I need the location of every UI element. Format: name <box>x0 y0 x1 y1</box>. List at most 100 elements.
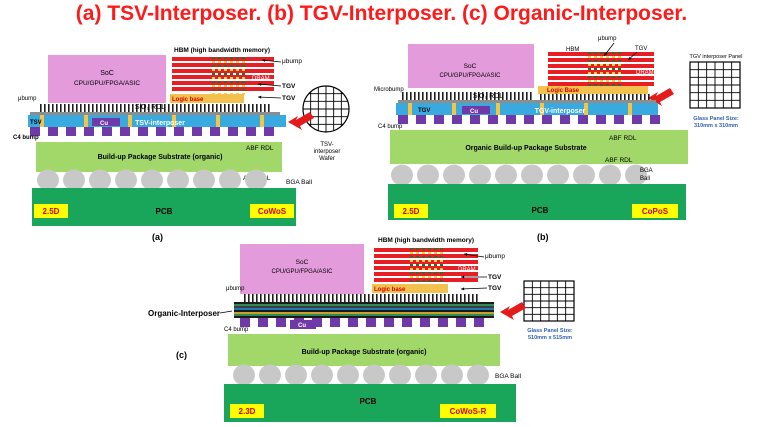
a-hbm-tgv <box>242 57 245 59</box>
b-hbm-tgv <box>588 64 591 66</box>
a-hbm-tgv <box>242 81 245 83</box>
c-c4-bump <box>276 318 286 327</box>
a-ubump-row <box>152 104 154 112</box>
c-ubump-row <box>468 294 470 302</box>
b-dram-label: DRAM <box>636 70 654 76</box>
c-hbm-tgv <box>416 272 419 274</box>
b-bga-ball <box>547 164 569 186</box>
b-hbm-label: HBM <box>566 47 579 53</box>
c-ubump-row <box>328 294 330 302</box>
c-tag-right: CoWoS-R <box>450 407 487 416</box>
a-bga-ball <box>37 169 59 191</box>
b-ubump-row-right <box>572 94 574 100</box>
b-tag-left: 2.5D <box>403 207 420 216</box>
b-ubump-row-right <box>544 94 546 100</box>
c-ubump-row <box>296 294 298 302</box>
c-ubump-row <box>420 294 422 302</box>
a-hbm-tgv <box>230 57 233 59</box>
c-ubump-row <box>288 294 290 302</box>
b-tag-right-box <box>632 204 678 218</box>
b-ubump-row-right <box>592 94 594 100</box>
b-ubump-row-right <box>552 94 554 100</box>
b-c4-bump <box>470 115 480 124</box>
c-hbm-tgv <box>410 256 413 258</box>
a-sio2-rdl-layer <box>30 112 280 115</box>
b-ubump-row-right <box>540 94 542 100</box>
c-tag-left: 2.3D <box>239 407 256 416</box>
a-ubump-row <box>168 104 170 112</box>
c-hbm-tgv <box>434 256 437 258</box>
c-hbm-tgv <box>410 272 413 274</box>
a-c4-bump <box>210 127 220 136</box>
c-ubump-row <box>408 294 410 302</box>
b-microbump-label: Microbump <box>374 87 404 93</box>
c-c4-bump-label: C4 bump <box>224 327 249 333</box>
c-ubump-row <box>284 294 286 302</box>
b-ubump-row-right <box>568 94 570 100</box>
b-hbm-tgv <box>588 68 591 70</box>
c-ubump-row <box>456 294 458 302</box>
b-bga-ball <box>521 164 543 186</box>
a-ubump-row <box>268 104 270 112</box>
c-hbm-tgv <box>434 252 437 254</box>
a-ubump-row <box>80 104 82 112</box>
a-hbm-tgv <box>230 81 233 83</box>
a-bga-ball <box>245 169 267 191</box>
b-hbm-tgv <box>594 84 597 86</box>
a-ubump-row <box>212 104 214 112</box>
figure-title: (a) TSV-Interposer. (b) TGV-Interposer. … <box>75 2 688 25</box>
b-bga-ball <box>495 164 517 186</box>
a-tsv-via <box>128 115 132 127</box>
b-hbm-tgv <box>618 84 621 86</box>
a-ubump-row <box>228 104 230 112</box>
a-ubump-row <box>140 104 142 112</box>
b-bga-ball <box>599 164 621 186</box>
c-hbm-tgv <box>410 268 413 270</box>
b-bga-ball <box>417 164 439 186</box>
a-interposer-label: TSV-interposer <box>135 120 185 127</box>
b-hbm-tgv <box>606 56 609 58</box>
c-hbm-tgv <box>434 268 437 270</box>
a-dram-label: DRAM <box>252 76 270 82</box>
a-hbm-tgv <box>236 57 239 59</box>
b-soc-label: SoC <box>464 63 477 70</box>
a-callout-arrow <box>288 112 314 130</box>
c-tgv-arrow-head <box>461 275 465 279</box>
b-pcb-label: PCB <box>532 206 549 215</box>
a-hbm-tgv <box>230 65 233 67</box>
b-soc-sublabel: CPU/GPU/FPGA/ASIC <box>439 73 501 79</box>
b-ubump-row-right <box>548 94 550 100</box>
a-ubump-row <box>164 104 166 112</box>
b-c4-bump <box>506 115 516 124</box>
a-wafer-icon <box>302 85 350 133</box>
b-hbm-tgv <box>612 56 615 58</box>
c-hbm-tgv <box>422 264 425 266</box>
b-hbm-tgv <box>588 80 591 82</box>
b-hbm-tgv <box>600 52 603 54</box>
a-ubump-row <box>208 104 210 112</box>
b-hbm-tgv <box>594 80 597 82</box>
c-organic-layer <box>234 308 494 310</box>
a-c4-bump <box>228 127 238 136</box>
a-bga-ball-label: BGA Ball <box>286 179 313 186</box>
a-hbm-tgv <box>236 65 239 67</box>
c-c4-bump <box>312 318 322 327</box>
a-ubump-row <box>104 104 106 112</box>
c-organic-layer <box>234 312 494 314</box>
b-tgv-via <box>452 103 456 115</box>
a-c4-bump <box>120 127 130 136</box>
c-ubump-row <box>316 294 318 302</box>
c-ubump-row <box>428 294 430 302</box>
b-ubump-row-left <box>490 92 492 100</box>
b-ubump-row-right <box>608 94 610 100</box>
c-ubump-row <box>464 294 466 302</box>
b-hbm-tgv <box>594 76 597 78</box>
b-ubump-row-left <box>450 92 452 100</box>
c-ubump-row <box>476 294 478 302</box>
b-hbm-tgv <box>612 52 615 54</box>
a-cu-label: Cu <box>100 121 108 127</box>
c-ubump-row <box>312 294 314 302</box>
c-hbm-tgv <box>440 248 443 250</box>
a-wafer-icon-lines <box>303 86 349 132</box>
c-hbm-tgv <box>440 252 443 254</box>
